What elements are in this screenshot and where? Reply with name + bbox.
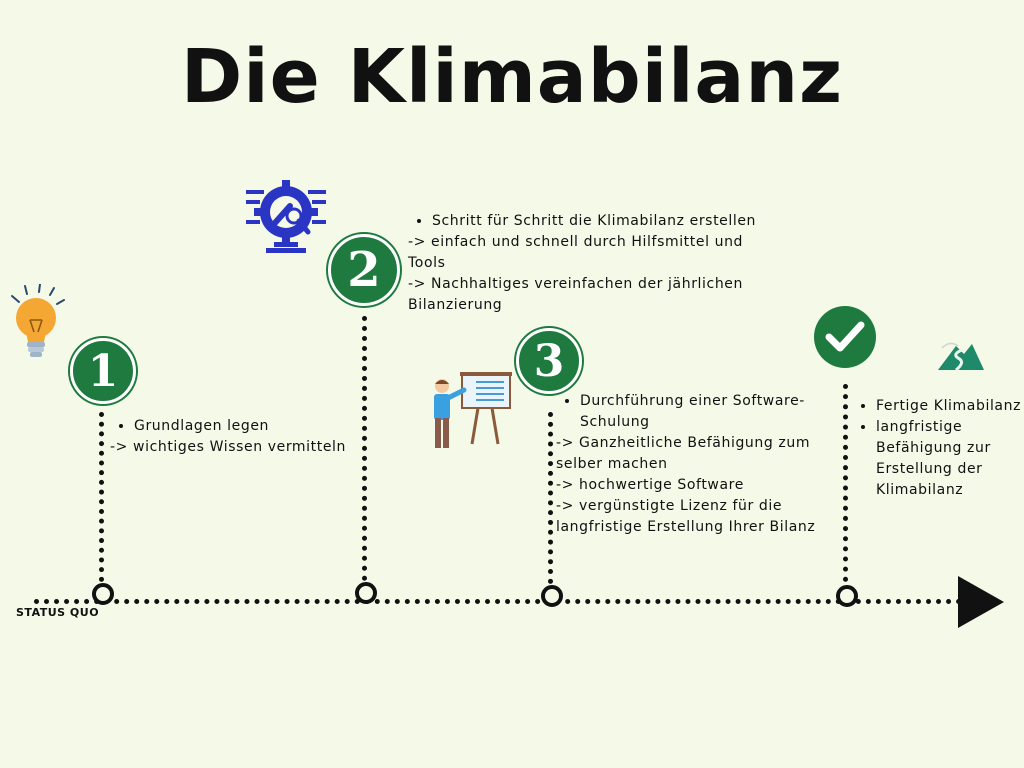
mountain-path-icon [938,342,984,372]
connector-step-1 [99,412,104,582]
step-2-text: Schritt für Schritt die Klimabilanz erst… [408,211,768,316]
status-quo-label: STATUS QUO [16,606,100,619]
step-1-line: -> wichtiges Wissen vermitteln [110,439,347,455]
presenter-whiteboard-icon [434,372,512,448]
connector-step-2 [362,316,367,581]
timeline-arrow-icon [958,576,1004,628]
page-title: Die Klimabilanz [180,34,844,120]
connector-step-4 [843,384,848,582]
timeline-node-1 [92,583,114,605]
timeline-node-4 [836,585,858,607]
step-4-bullet: Fertige Klimabilanz [876,396,1022,417]
gear-wrench-computer-icon [246,180,326,253]
step-badge-4 [814,306,876,368]
step-3-line: -> vergünstigte Lizenz für die langfrist… [556,498,816,535]
step-1-bullet: Grundlagen legen [134,416,360,437]
step-3-line: -> hochwertige Software [556,477,744,493]
step-2-bullet: Schritt für Schritt die Klimabilanz erst… [432,211,768,232]
step-4-bullet: langfristige Befähigung zur Erstellung d… [876,417,1022,501]
step-4-text: Fertige Klimabilanz langfristige Befähig… [852,396,1022,501]
step-3-line: -> Ganzheitliche Befähigung zum selber m… [556,435,811,472]
timeline-node-3 [541,585,563,607]
step-2-line: -> einfach und schnell durch Hilfsmittel… [408,234,744,271]
step-badge-1: 1 [70,338,136,404]
step-3-text: Durchführung einer Software-Schulung -> … [556,391,826,538]
step-2-line: -> Nachhaltiges vereinfachen der jährlic… [408,276,743,313]
timeline-node-2 [355,582,377,604]
step-badge-3: 3 [516,328,582,394]
step-badge-2: 2 [328,234,400,306]
lightbulb-icon [11,284,65,357]
connector-step-3 [548,412,553,584]
checkmark-icon [825,321,865,352]
step-3-bullet: Durchführung einer Software-Schulung [580,391,826,433]
timeline-axis [34,599,962,604]
step-1-text: Grundlagen legen -> wichtiges Wissen ver… [110,416,360,458]
